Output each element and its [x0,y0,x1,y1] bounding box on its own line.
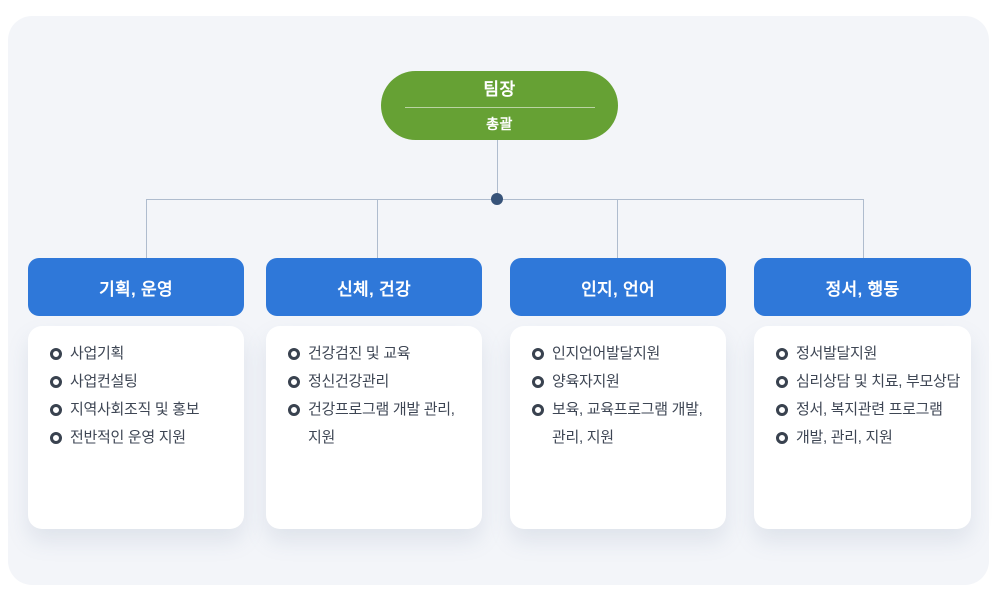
bullet-icon [288,404,300,416]
list-item: 건강검진 및 교육 [288,340,472,368]
bullet-icon [50,348,62,360]
column-cognition-language: 인지, 언어 인지언어발달지원 양육자지원 보육, 교육프로그램 개발, 관리,… [510,258,726,529]
item-text: 지역사회조직 및 홍보 [70,401,200,418]
list-item: 인지언어발달지원 [532,340,716,368]
item-text: 정서, 복지관련 프로그램 [796,401,943,418]
connector-drop-3 [617,199,618,258]
column-header: 신체, 건강 [266,258,482,316]
list-item: 양육자지원 [532,368,716,396]
root-node-team-leader: 팀장 총괄 [381,71,618,140]
column-header: 기획, 운영 [28,258,244,316]
column-emotion-behavior: 정서, 행동 정서발달지원 심리상담 및 치료, 부모상담 정서, 복지관련 프… [754,258,971,529]
item-list: 정서발달지원 심리상담 및 치료, 부모상담 정서, 복지관련 프로그램 개발,… [776,340,961,452]
bullet-icon [50,376,62,388]
list-item: 전반적인 운영 지원 [50,424,234,452]
root-title: 팀장 [483,79,516,99]
list-item: 보육, 교육프로그램 개발, 관리, 지원 [532,396,716,452]
bullet-icon [532,348,544,360]
list-item: 지역사회조직 및 홍보 [50,396,234,424]
list-item: 건강프로그램 개발 관리, 지원 [288,396,472,452]
item-text: 사업컨설팅 [70,373,138,390]
list-item: 사업컨설팅 [50,368,234,396]
bullet-icon [776,348,788,360]
item-list: 건강검진 및 교육 정신건강관리 건강프로그램 개발 관리, 지원 [288,340,472,452]
item-text: 정신건강관리 [308,373,390,390]
item-text: 인지언어발달지원 [552,345,661,362]
connector-drop-1 [146,199,147,258]
bullet-icon [776,432,788,444]
bullet-icon [776,376,788,388]
item-text: 사업기획 [70,345,125,362]
item-text: 정서발달지원 [796,345,878,362]
connector-root-vertical [497,140,498,199]
bullet-icon [288,348,300,360]
connector-drop-2 [377,199,378,258]
bullet-icon [50,404,62,416]
item-text: 건강검진 및 교육 [308,345,411,362]
list-item: 개발, 관리, 지원 [776,424,961,452]
connector-drop-4 [863,199,864,258]
column-card: 건강검진 및 교육 정신건강관리 건강프로그램 개발 관리, 지원 [266,326,482,529]
item-text: 개발, 관리, 지원 [796,429,893,446]
column-header: 인지, 언어 [510,258,726,316]
connector-horizontal [146,199,864,200]
item-text: 보육, 교육프로그램 개발, 관리, 지원 [552,401,703,446]
bullet-icon [532,376,544,388]
item-text: 전반적인 운영 지원 [70,429,186,446]
bullet-icon [50,432,62,444]
item-list: 인지언어발달지원 양육자지원 보육, 교육프로그램 개발, 관리, 지원 [532,340,716,452]
column-planning-operations: 기획, 운영 사업기획 사업컨설팅 지역사회조직 및 홍보 전반적인 운영 지원 [28,258,244,529]
root-subtitle: 총괄 [486,115,513,132]
divider-line [404,106,595,108]
column-header: 정서, 행동 [754,258,971,316]
column-card: 사업기획 사업컨설팅 지역사회조직 및 홍보 전반적인 운영 지원 [28,326,244,529]
bullet-icon [532,404,544,416]
list-item: 사업기획 [50,340,234,368]
bullet-icon [776,404,788,416]
list-item: 정신건강관리 [288,368,472,396]
item-text: 양육자지원 [552,373,620,390]
column-card: 인지언어발달지원 양육자지원 보육, 교육프로그램 개발, 관리, 지원 [510,326,726,529]
list-item: 정서, 복지관련 프로그램 [776,396,961,424]
junction-dot-icon [491,193,503,205]
column-card: 정서발달지원 심리상담 및 치료, 부모상담 정서, 복지관련 프로그램 개발,… [754,326,971,529]
column-physical-health: 신체, 건강 건강검진 및 교육 정신건강관리 건강프로그램 개발 관리, 지원 [266,258,482,529]
item-text: 심리상담 및 치료, 부모상담 [796,373,960,390]
list-item: 심리상담 및 치료, 부모상담 [776,368,961,396]
item-text: 건강프로그램 개발 관리, 지원 [308,401,455,446]
list-item: 정서발달지원 [776,340,961,368]
bullet-icon [288,376,300,388]
item-list: 사업기획 사업컨설팅 지역사회조직 및 홍보 전반적인 운영 지원 [50,340,234,452]
